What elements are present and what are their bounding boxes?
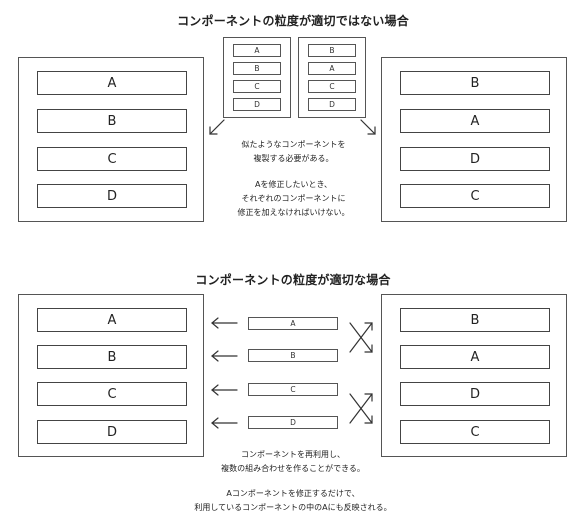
bottom-note-reuse-line1: コンポーネントを再利用し、 <box>241 450 345 459</box>
top-left-item-b: B <box>37 109 187 133</box>
bottom-right-item-c: C <box>400 420 550 444</box>
cross-arrows-cd-icon <box>349 393 373 424</box>
top-mini-panel-left: A B C D <box>223 37 291 118</box>
bottom-left-panel: A B C D <box>18 294 204 457</box>
component-b: B <box>248 349 338 362</box>
bottom-left-item-a: A <box>37 308 187 332</box>
top-note-duplicate: 似たようなコンポーネントを 複製する必要がある。 <box>206 138 381 166</box>
top-mini-left-item-a: A <box>233 44 281 57</box>
top-note-modify-line1: Aを修正したいとき、 <box>255 180 332 189</box>
top-left-item-d: D <box>37 184 187 208</box>
top-note-modify-line3: 修正を加えなければいけない。 <box>237 208 350 217</box>
top-left-item-a: A <box>37 71 187 95</box>
top-left-panel: A B C D <box>18 57 204 222</box>
top-note-modify: Aを修正したいとき、 それぞれのコンポーネントに 修正を加えなければいけない。 <box>196 178 391 220</box>
top-mini-right-item-b: B <box>308 44 356 57</box>
bottom-left-item-b: B <box>37 345 187 369</box>
bottom-right-item-d: D <box>400 382 550 406</box>
top-mini-left-item-d: D <box>233 98 281 111</box>
top-right-item-d: D <box>400 147 550 171</box>
bottom-section-title: コンポーネントの粒度が適切な場合 <box>195 273 391 287</box>
top-left-item-c: C <box>37 147 187 171</box>
component-c: C <box>248 383 338 396</box>
bottom-right-item-b: B <box>400 308 550 332</box>
top-right-panel: B A D C <box>381 57 567 222</box>
top-mini-right-item-d: D <box>308 98 356 111</box>
top-mini-right-item-c: C <box>308 80 356 93</box>
bottom-note-reflect-line2: 利用しているコンポーネントの中のAにも反映される。 <box>194 503 392 512</box>
top-note-modify-line2: それぞれのコンポーネントに <box>241 194 346 203</box>
arrow-left-d-icon <box>211 417 238 429</box>
top-section-title: コンポーネントの粒度が適切ではない場合 <box>177 14 409 28</box>
top-arrow-right-icon <box>360 119 376 135</box>
bottom-note-reflect: Aコンポーネントを修正するだけで、 利用しているコンポーネントの中のAにも反映さ… <box>163 487 423 515</box>
top-mini-left-item-b: B <box>233 62 281 75</box>
top-note-duplicate-line1: 似たようなコンポーネントを <box>241 140 346 149</box>
component-a: A <box>248 317 338 330</box>
top-mini-right-item-a: A <box>308 62 356 75</box>
top-note-duplicate-line2: 複製する必要がある。 <box>253 154 334 163</box>
bottom-right-item-a: A <box>400 345 550 369</box>
bottom-right-panel: B A D C <box>381 294 567 457</box>
top-right-item-b: B <box>400 71 550 95</box>
cross-arrows-ab-icon <box>349 322 373 353</box>
bottom-left-item-c: C <box>37 382 187 406</box>
top-mini-panel-right: B A C D <box>298 37 366 118</box>
arrow-left-c-icon <box>211 384 238 396</box>
top-right-item-c: C <box>400 184 550 208</box>
arrow-left-b-icon <box>211 350 238 362</box>
bottom-note-reuse-line2: 複数の組み合わせを作ることができる。 <box>221 464 365 473</box>
top-mini-left-item-c: C <box>233 80 281 93</box>
top-right-item-a: A <box>400 109 550 133</box>
bottom-note-reflect-line1: Aコンポーネントを修正するだけで、 <box>226 489 360 498</box>
bottom-left-item-d: D <box>37 420 187 444</box>
component-d: D <box>248 416 338 429</box>
top-arrow-left-icon <box>209 119 225 135</box>
arrow-left-a-icon <box>211 317 238 329</box>
bottom-note-reuse: コンポーネントを再利用し、 複数の組み合わせを作ることができる。 <box>188 448 398 476</box>
